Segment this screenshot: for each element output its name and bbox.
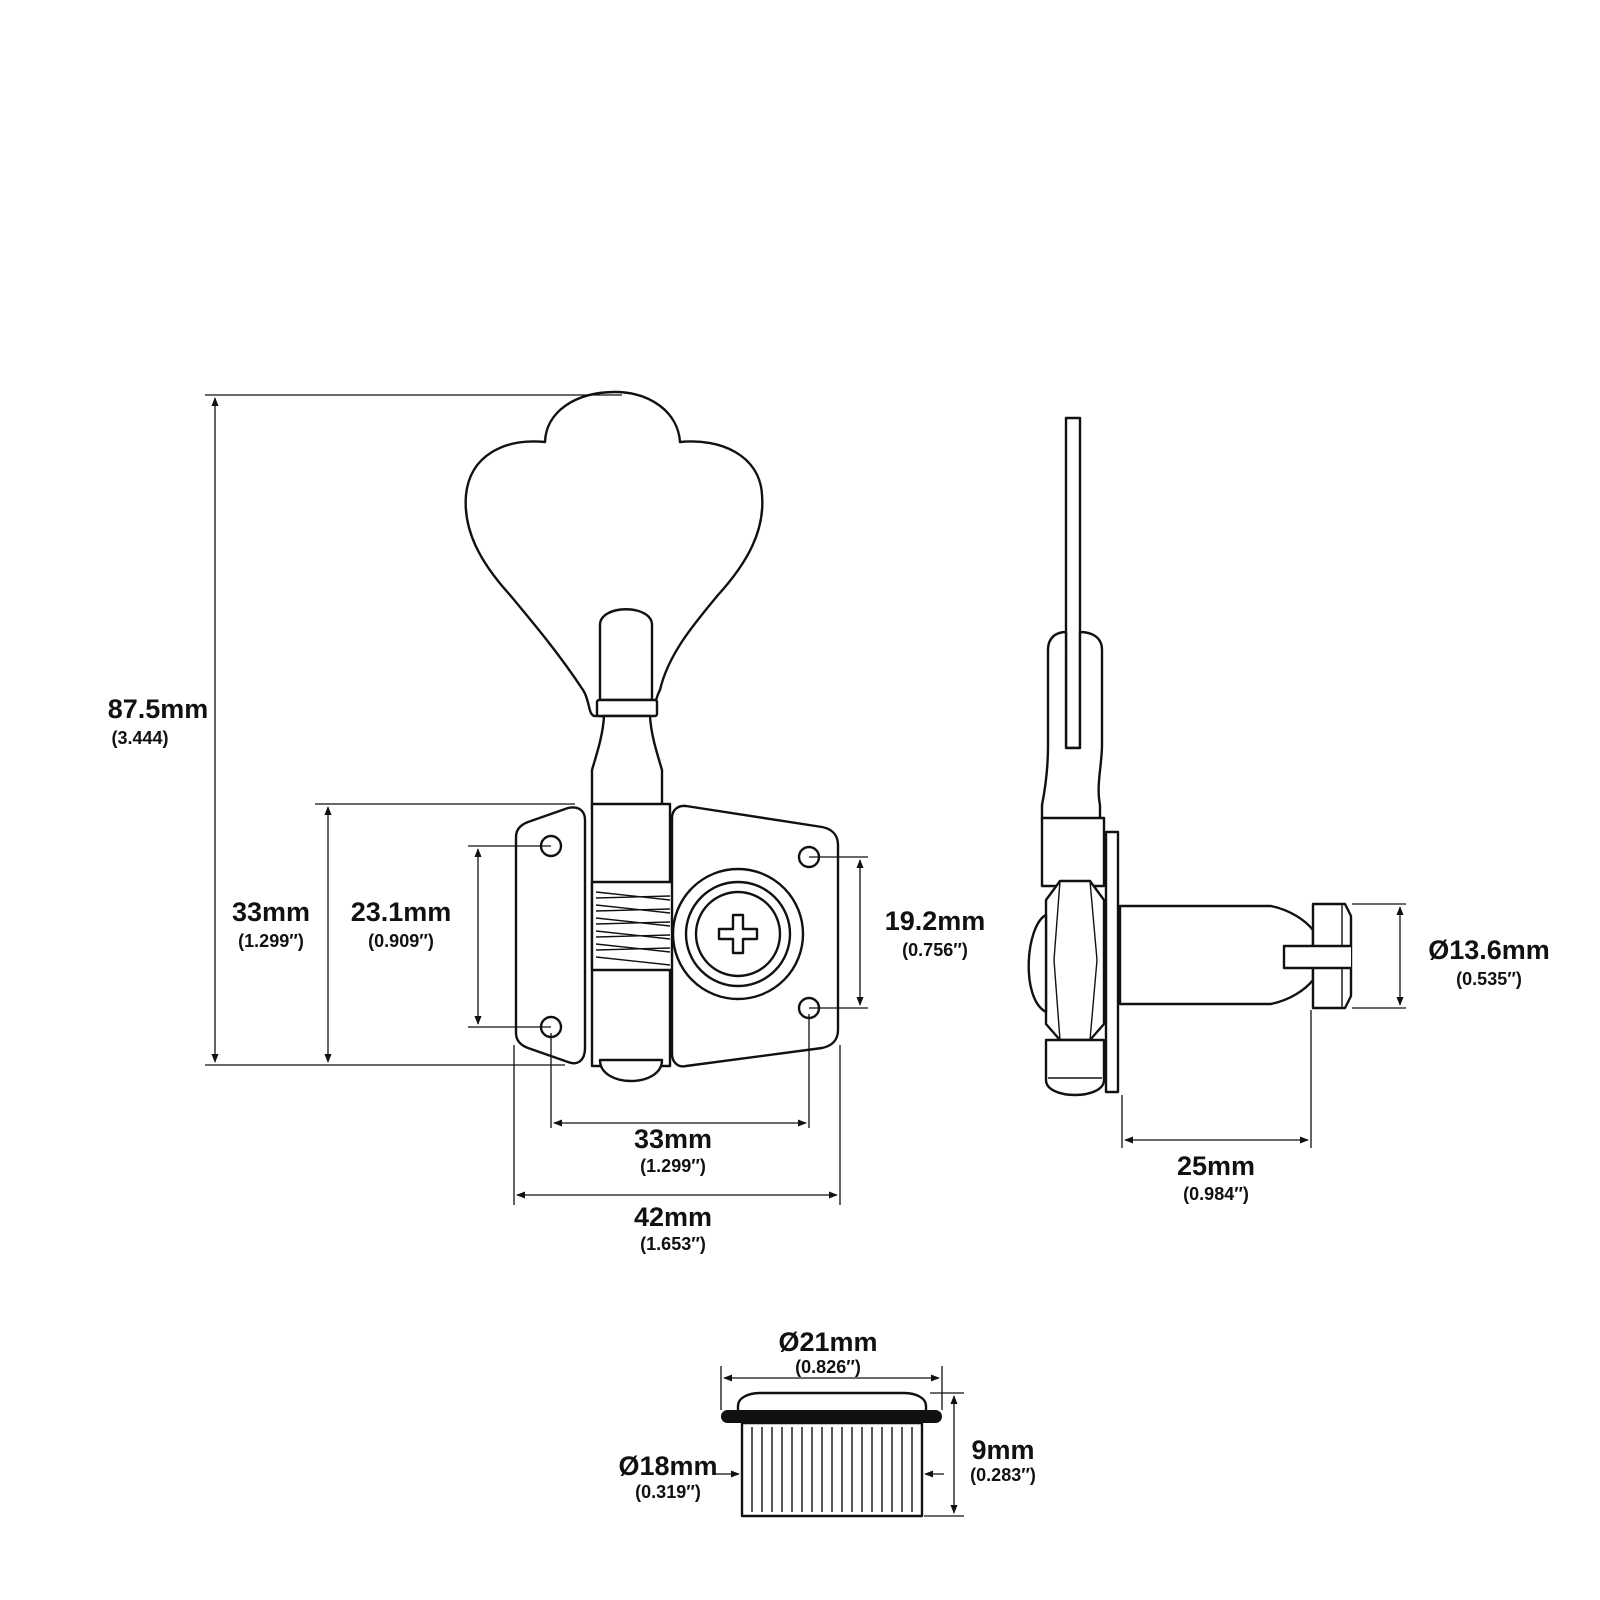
side-view: Ø13.6mm (0.535″) 25mm (0.984″) bbox=[1027, 416, 1550, 1204]
tuner-key-button bbox=[464, 390, 764, 718]
bushing-flange bbox=[721, 1410, 942, 1423]
shaft-collar bbox=[595, 698, 659, 718]
side-washer bbox=[1104, 830, 1120, 1094]
plate-width-mm: 42mm bbox=[634, 1202, 712, 1232]
side-knob-dome bbox=[1027, 913, 1048, 1014]
side-key-blade bbox=[1064, 416, 1082, 750]
side-shaft bbox=[1040, 630, 1104, 822]
plate-width-inch: (1.653″) bbox=[640, 1234, 706, 1254]
rear-hole-spacing-mm: 19.2mm bbox=[885, 906, 986, 936]
bushing-extension-lines bbox=[720, 1366, 964, 1517]
front-dimension-lines bbox=[211, 397, 864, 1199]
bushing-body-diameter-mm: Ø18mm bbox=[618, 1451, 717, 1481]
post-diameter-mm: Ø13.6mm bbox=[1428, 935, 1550, 965]
shaft-cap bbox=[598, 608, 654, 702]
bushing-height-inch: (0.283″) bbox=[970, 1465, 1036, 1485]
front-extension-lines bbox=[205, 394, 868, 1205]
side-housing bbox=[1040, 816, 1106, 888]
hole-spacing-horizontal-inch: (1.299″) bbox=[640, 1156, 706, 1176]
housing-end-cap bbox=[598, 1058, 664, 1083]
phillips-screw-icon bbox=[717, 913, 759, 955]
overall-height-inch: (3.444) bbox=[111, 728, 168, 748]
side-lower-body bbox=[1044, 1038, 1106, 1097]
shaft bbox=[590, 714, 664, 812]
rear-hole-spacing-inch: (0.756″) bbox=[902, 940, 968, 960]
bushing-cap bbox=[736, 1391, 928, 1414]
side-string-slot bbox=[1282, 944, 1353, 970]
side-extension-lines bbox=[1121, 903, 1406, 1148]
front-view: 87.5mm (3.444) 33mm (1.299″) 23.1mm (0.9… bbox=[108, 390, 986, 1254]
post-length-mm: 25mm bbox=[1177, 1151, 1255, 1181]
plate-height-mm: 33mm bbox=[232, 897, 310, 927]
worm-gear bbox=[590, 880, 678, 972]
left-mounting-plate bbox=[514, 806, 587, 1065]
bushing-body-diameter-inch: (0.319″) bbox=[635, 1482, 701, 1502]
plate-height-inch: (1.299″) bbox=[238, 931, 304, 951]
side-dimension-lines bbox=[1124, 906, 1404, 1144]
post-diameter-inch: (0.535″) bbox=[1456, 969, 1522, 989]
front-hole-spacing-inch: (0.909″) bbox=[368, 931, 434, 951]
hole-spacing-horizontal-mm: 33mm bbox=[634, 1124, 712, 1154]
bushing-top-diameter-inch: (0.826″) bbox=[795, 1357, 861, 1377]
front-hole-spacing-mm: 23.1mm bbox=[351, 897, 452, 927]
bushing-height-mm: 9mm bbox=[971, 1435, 1034, 1465]
overall-height-mm: 87.5mm bbox=[108, 694, 209, 724]
bushing-top-diameter-mm: Ø21mm bbox=[778, 1327, 877, 1357]
bushing-dimension-lines bbox=[714, 1374, 958, 1514]
bushing-view: Ø21mm (0.826″) Ø18mm (0.319″) 9mm (0.283… bbox=[618, 1327, 1036, 1518]
post-length-inch: (0.984″) bbox=[1183, 1184, 1249, 1204]
bushing-knurl-lines bbox=[751, 1427, 913, 1512]
